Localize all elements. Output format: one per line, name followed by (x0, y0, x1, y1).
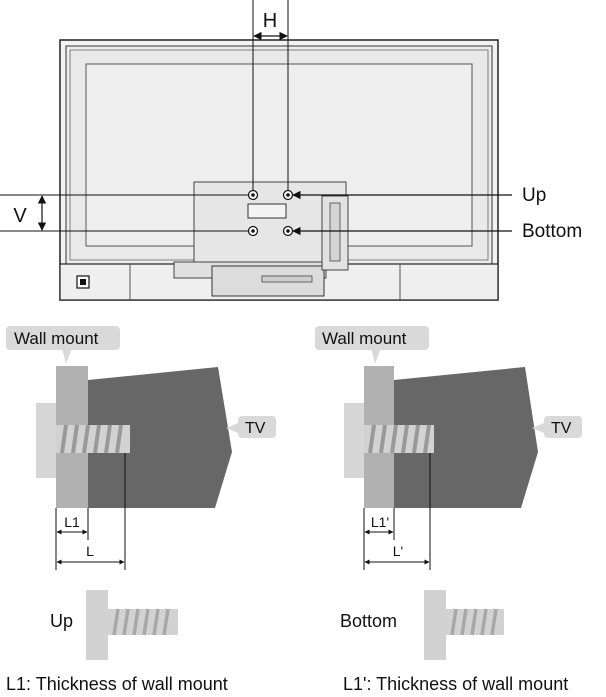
h-dimension: H (252, 0, 289, 190)
tv-body (88, 367, 232, 508)
l-label: L (86, 543, 94, 559)
mount-hole-bottom-right (282, 225, 294, 237)
v-dimension: V (0, 194, 248, 232)
tv-back-panel (85, 63, 473, 247)
wall-bracket (344, 403, 366, 478)
l1-label: L1 (64, 514, 80, 530)
caption-left: L1: Thickness of wall mount (6, 674, 228, 694)
caption-right: L1': Thickness of wall mount (343, 674, 568, 694)
tv-label-box (544, 416, 582, 438)
screw-head (86, 590, 108, 660)
mount-hole-bottom-left (247, 225, 259, 237)
up-screw-label: Up (50, 611, 73, 631)
bottom-screw-label: Bottom (340, 611, 397, 631)
wall-mount-label: Wall mount (14, 329, 99, 348)
wall-bracket (36, 403, 58, 478)
v-label: V (13, 205, 27, 227)
mount-hole-up-left (247, 189, 259, 201)
up-callout: Up (292, 185, 546, 206)
left-mount-detail: Wall mount TV L1 L (6, 326, 276, 570)
wall-mount-label: Wall mount (322, 329, 407, 348)
screw-head (424, 590, 446, 660)
h-label: H (263, 10, 277, 32)
wall-mount-label-box (6, 326, 120, 350)
screw-shaft (364, 424, 434, 454)
l1-prime-label: L1' (371, 514, 389, 530)
right-mount-detail: Wall mount TV L1' L' (315, 326, 582, 570)
tv-label: TV (245, 420, 266, 437)
bottom-callout: Bottom (292, 221, 582, 242)
up-screw: Up (50, 590, 178, 660)
tv-label-box (238, 416, 276, 438)
wall-mount-label-box (315, 326, 429, 350)
screw-shaft (56, 424, 130, 454)
bottom-label: Bottom (522, 221, 582, 242)
bottom-screw: Bottom (340, 590, 504, 660)
up-label: Up (522, 185, 546, 206)
l-prime-label: L' (393, 543, 403, 559)
tv-label: TV (551, 420, 572, 437)
tv-rear-view (59, 39, 499, 301)
mount-hole-up-right (282, 189, 294, 201)
